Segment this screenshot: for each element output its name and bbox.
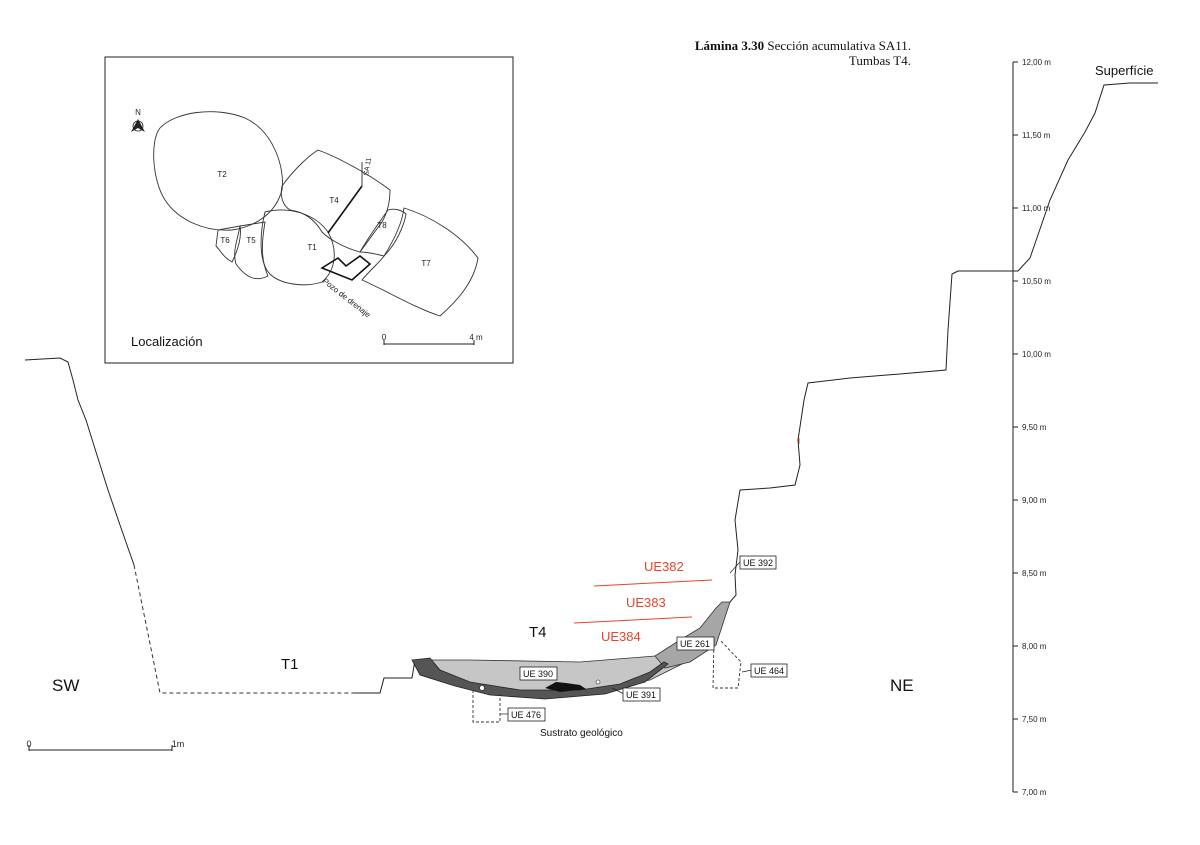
sw-wall-dashed (133, 564, 355, 694)
section-scale-bar: 0 1m (26, 739, 184, 751)
tag-ue464: UE 464 (754, 666, 784, 676)
section-line-sa11 (327, 185, 363, 234)
drain-shaft-outline (320, 254, 372, 281)
ue-label-383: UE383 (626, 595, 666, 610)
elevation-tick-label: 10,50 m (1022, 277, 1051, 286)
section-labels: SW NE T1 T4 Sustrato geológico Superfíci… (52, 63, 1154, 739)
tomb-label-t7: T7 (421, 259, 431, 268)
label-ne: NE (890, 676, 914, 695)
tag-ue261: UE 261 (680, 639, 710, 649)
tomb-outline-t2 (153, 111, 283, 231)
tomb-label-t2: T2 (217, 170, 227, 179)
tomb-label-t4: T4 (329, 196, 339, 205)
label-substrate: Sustrato geológico (540, 728, 623, 739)
section-sa11-label: SA 11 (363, 157, 373, 176)
fill-ue261 (654, 601, 731, 669)
elevation-tick-label: 7,50 m (1022, 715, 1047, 724)
section-scale-start: 0 (26, 739, 31, 749)
tag-ue392: UE 392 (743, 558, 773, 568)
north-arrow-icon: N (131, 108, 145, 132)
inset-scale-bar: 0 4 m (382, 333, 483, 345)
elevation-tick-label: 10,00 m (1022, 350, 1051, 359)
t1-floor-line (355, 659, 416, 694)
sw-wall-line (24, 357, 135, 566)
elevation-tick-label: 12,00 m (1022, 58, 1051, 67)
label-sw: SW (52, 676, 79, 695)
tag-ue390: UE 390 (523, 669, 553, 679)
tomb-label-t1: T1 (307, 243, 317, 252)
ue383-line (573, 616, 693, 624)
location-label: Localización (131, 334, 203, 349)
elevation-tick-label: 11,00 m (1022, 204, 1051, 213)
north-label: N (135, 108, 141, 117)
inset-scale-start: 0 (382, 333, 387, 342)
elevation-axis: 12,00 m 11,50 m 11,00 m 10,50 m 10,00 m 9,50 … (1012, 58, 1051, 797)
tomb-outline-t4 (280, 149, 391, 253)
section-profile (24, 82, 1158, 723)
section-scale-end: 1m (172, 739, 185, 749)
elevation-tick-label: 7,00 m (1022, 788, 1047, 797)
tomb-label-t8: T8 (377, 221, 387, 230)
tomb-outline-t5 (234, 221, 269, 280)
tag-ue476: UE 476 (511, 710, 541, 720)
elevation-tick-label: 8,50 m (1022, 569, 1047, 578)
ue-tags: UE 392 UE 261 UE 464 UE 390 UE 391 UE 47… (507, 555, 788, 722)
label-t1: T1 (281, 656, 299, 673)
tomb-outlines (153, 111, 479, 317)
plate-caption: Lámina 3.30 Sección acumulativa SA11. Tu… (695, 38, 911, 68)
elevation-tick-label: 9,50 m (1022, 423, 1047, 432)
plate-title: Sección acumulativa SA11. (767, 38, 911, 53)
tomb-label-t6: T6 (220, 236, 230, 245)
elevation-tick-label: 8,00 m (1022, 642, 1047, 651)
plate-subtitle: Tumbas T4. (848, 53, 911, 68)
tomb-outline-t7 (361, 207, 479, 317)
skeletal-remains (545, 682, 586, 692)
inset-scale-end: 4 m (469, 333, 483, 342)
plate-number: Lámina 3.30 (694, 38, 765, 53)
ue-layer-labels: UE382 UE383 UE384 (601, 559, 684, 644)
cut-ue464 (712, 639, 742, 689)
elevation-tick-label: 11,50 m (1022, 131, 1051, 140)
fill-ue391 (411, 657, 669, 700)
location-inset: N SA 11 Pozo de drenaje T2 T4 T6 T5 T1 T… (104, 56, 514, 364)
ue-label-382: UE382 (644, 559, 684, 574)
tomb-label-t5: T5 (246, 236, 256, 245)
ue-label-384: UE384 (601, 629, 641, 644)
cut-ue476 (472, 690, 501, 723)
small-find-a (479, 685, 485, 691)
small-find-b (595, 679, 601, 685)
tomb-outline-t6 (215, 225, 241, 263)
tag-ue391: UE 391 (626, 690, 656, 700)
label-surface: Superfície (1095, 63, 1154, 78)
ue382-line (593, 579, 713, 587)
inset-frame (104, 56, 514, 364)
label-t4: T4 (529, 624, 547, 641)
ne-wall-line (729, 82, 1158, 603)
elevation-tick-label: 9,00 m (1022, 496, 1047, 505)
tomb-outline-t1 (260, 209, 335, 286)
